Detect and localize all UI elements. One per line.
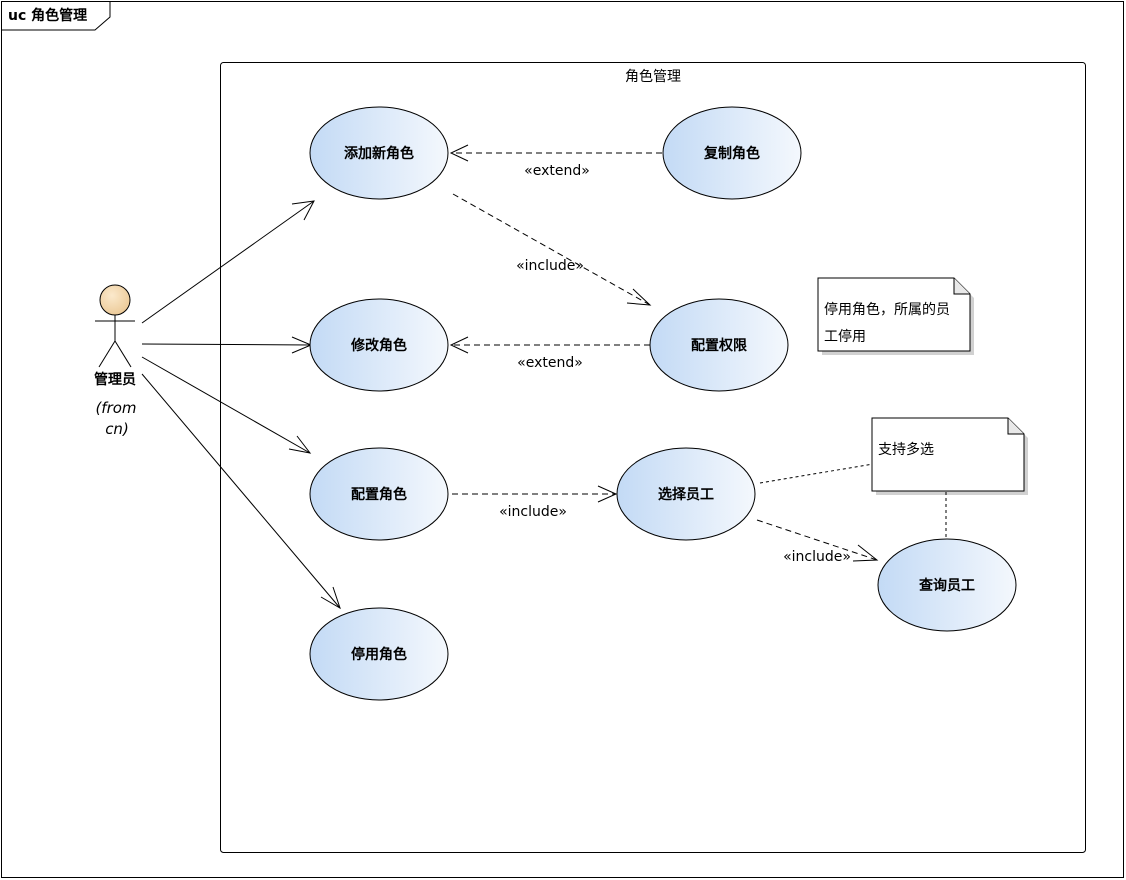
usecase-config-permission[interactable]: 配置权限 — [649, 298, 789, 392]
usecase-config-permission-label: 配置权限 — [691, 337, 747, 354]
usecase-query-employee-label: 查询员工 — [919, 577, 975, 594]
note-disable-role[interactable]: 停用角色，所属的员 工停用 — [817, 277, 974, 355]
actor-admin[interactable] — [95, 284, 135, 368]
usecase-add-role-label: 添加新角色 — [344, 145, 414, 162]
frame-label: uc 角色管理 — [8, 7, 87, 24]
note-multi-select-text: 支持多选 — [878, 441, 934, 458]
extend-copy-label: «extend» — [524, 163, 590, 179]
actor-from-line2: cn) — [105, 420, 129, 438]
include-select-label: «include» — [499, 504, 567, 520]
frame-label-tab — [1, 1, 111, 31]
usecase-copy-role-label: 复制角色 — [703, 145, 760, 162]
actor-head — [99, 284, 131, 316]
usecase-edit-role-label: 修改角色 — [350, 337, 407, 354]
actor-name: 管理员 — [94, 371, 136, 388]
note-disable-role-line1: 停用角色，所属的员 — [824, 301, 950, 318]
usecase-disable-role-label: 停用角色 — [351, 646, 407, 663]
include-query-label: «include» — [783, 549, 851, 565]
actor-from-line1: (from — [95, 399, 136, 417]
note-multi-select[interactable]: 支持多选 — [871, 417, 1028, 495]
usecase-query-employee[interactable]: 查询员工 — [877, 538, 1017, 632]
note-disable-role-line2: 工停用 — [824, 328, 866, 345]
usecase-add-role[interactable]: 添加新角色 — [309, 106, 449, 200]
dashed-relations — [451, 152, 878, 561]
note-connectors — [759, 463, 947, 538]
usecase-disable-role[interactable]: 停用角色 — [309, 607, 449, 701]
usecase-edit-role[interactable]: 修改角色 — [309, 298, 449, 392]
actor-left-leg — [98, 340, 116, 368]
usecase-select-employee-label: 选择员工 — [658, 486, 714, 503]
actor-right-leg — [114, 340, 132, 368]
extend-permission-label: «extend» — [517, 355, 583, 371]
dashed-arrowheads — [449, 144, 879, 562]
system-boundary-label: 角色管理 — [625, 68, 681, 85]
usecase-select-employee[interactable]: 选择员工 — [616, 447, 756, 541]
include-permission-label: «include» — [516, 258, 584, 274]
association-lines — [141, 200, 341, 610]
usecase-copy-role[interactable]: 复制角色 — [662, 106, 802, 200]
usecase-config-role[interactable]: 配置角色 — [309, 447, 449, 541]
usecase-config-role-label: 配置角色 — [351, 486, 407, 503]
